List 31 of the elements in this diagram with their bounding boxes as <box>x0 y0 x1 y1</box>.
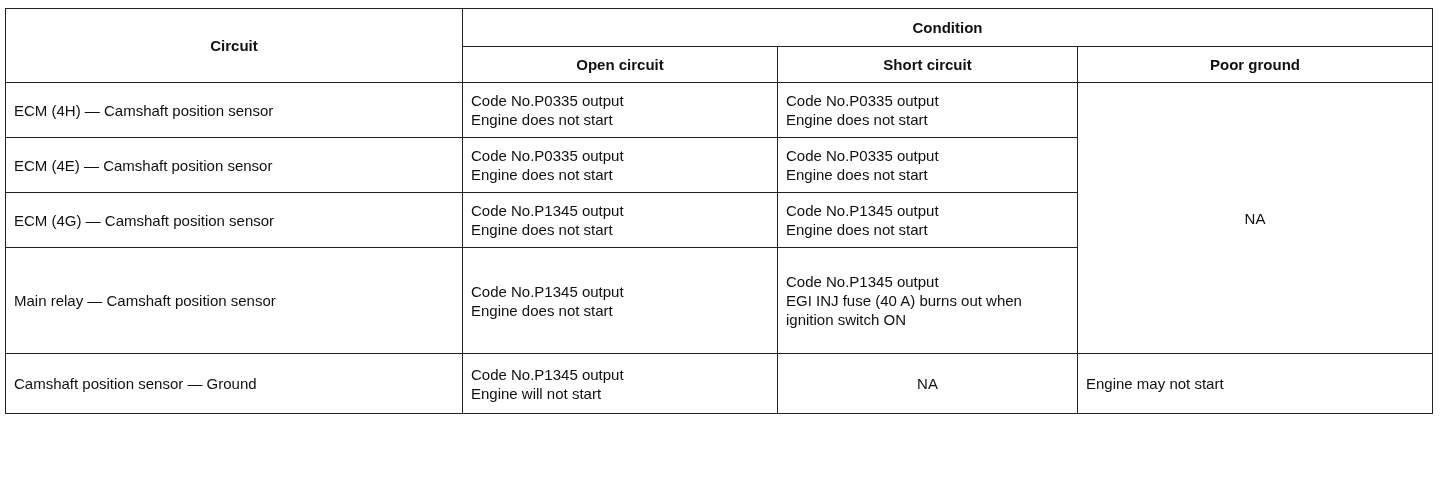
condition-text: Code No.P1345 output <box>786 201 939 220</box>
condition-text: Code No.P1345 output <box>471 281 624 301</box>
condition-text: Code No.P1345 output <box>471 201 624 220</box>
condition-text: NA <box>1244 208 1266 228</box>
circuit-name: ECM (4E) — Camshaft position sensor <box>14 155 273 175</box>
condition-text: Code No.P1345 output <box>786 272 939 291</box>
circuit-name: Main relay — Camshaft position sensor <box>14 291 276 310</box>
condition-text: Engine does not start <box>471 300 613 320</box>
column-header: Short circuit <box>883 55 972 74</box>
condition-text: Engine may not start <box>1086 374 1224 393</box>
condition-text: Code No.P0335 output <box>471 146 624 165</box>
column-header: Open circuit <box>576 55 664 74</box>
condition-text: Engine does not start <box>471 165 613 184</box>
condition-text: NA <box>917 374 938 393</box>
condition-text: Engine does not start <box>471 110 613 129</box>
condition-text: EGI INJ fuse (40 A) burns out when ignition switch ON <box>786 291 1069 329</box>
circuit-name: Camshaft position sensor — Ground <box>14 374 257 393</box>
condition-text: Code No.P0335 output <box>786 91 939 110</box>
condition-text: Code No.P1345 output <box>471 364 624 384</box>
condition-text: Engine does not start <box>786 110 928 129</box>
column-header: Poor ground <box>1210 55 1300 74</box>
condition-text: Engine does not start <box>786 220 928 239</box>
circuit-name: ECM (4G) — Camshaft position sensor <box>14 210 275 230</box>
condition-text: Engine does not start <box>471 220 613 239</box>
condition-text: Code No.P0335 output <box>786 146 939 165</box>
condition-text: Engine will not start <box>471 383 602 403</box>
column-header: Circuit <box>210 36 258 55</box>
condition-text: Engine does not start <box>786 165 928 184</box>
column-header: Condition <box>912 18 983 37</box>
condition-text: Code No.P0335 output <box>471 91 624 110</box>
circuit-name: ECM (4H) — Camshaft position sensor <box>14 100 274 120</box>
